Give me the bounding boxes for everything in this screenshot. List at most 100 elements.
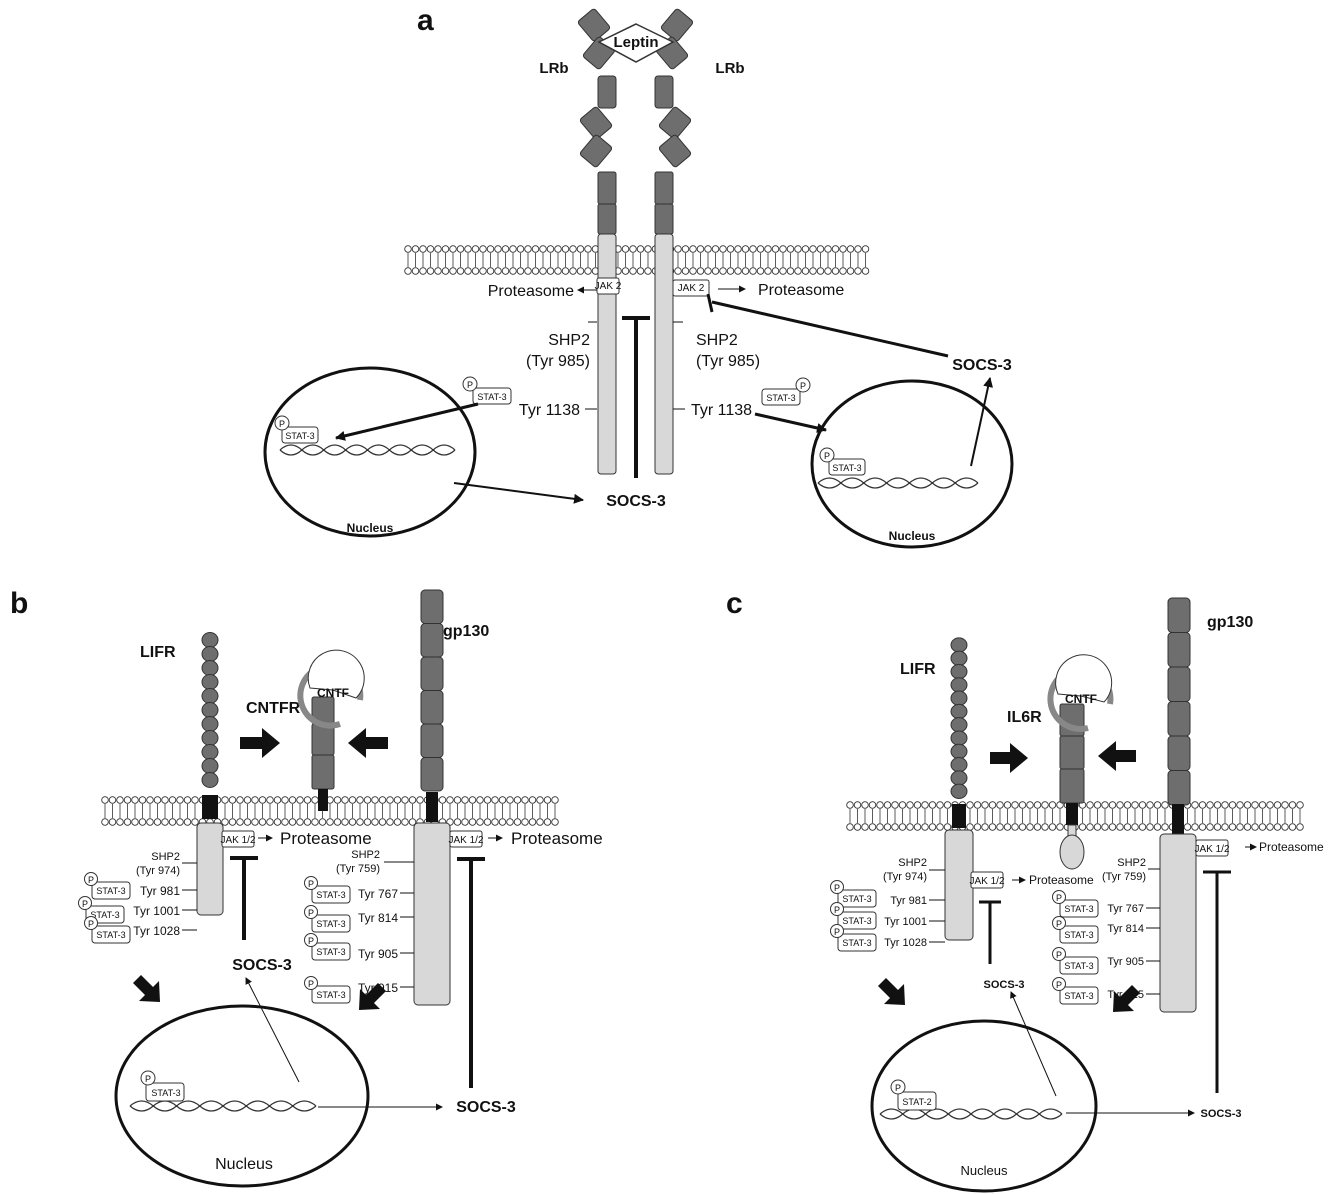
jak2-left-label: JAK 2 xyxy=(595,281,622,292)
tyr974-c: (Tyr 974) xyxy=(883,871,927,883)
svg-text:STAT-3: STAT-3 xyxy=(842,916,871,926)
svg-text:STAT-3: STAT-3 xyxy=(316,890,345,900)
svg-text:P: P xyxy=(895,1083,901,1093)
svg-text:P: P xyxy=(308,936,314,946)
svg-text:STAT-3: STAT-3 xyxy=(316,919,345,929)
svg-text:P: P xyxy=(467,380,473,390)
membrane-b xyxy=(102,797,559,826)
panel-c-letter: c xyxy=(726,587,743,620)
nucleus-c-label: Nucleus xyxy=(961,1163,1008,1178)
panel-a-letter: a xyxy=(417,4,434,37)
panel-b-letter: b xyxy=(10,587,28,620)
svg-text:P: P xyxy=(308,908,314,918)
tyr814-c: Tyr 814 xyxy=(1107,923,1144,935)
gp130-receptor-c xyxy=(1168,598,1190,805)
socs3-b-left: SOCS-3 xyxy=(232,957,292,974)
tyr981-c: Tyr 981 xyxy=(890,895,927,907)
socs3-center-label: SOCS-3 xyxy=(606,493,666,510)
svg-text:P: P xyxy=(145,1074,151,1084)
jak12-c-right: JAK 1/2 xyxy=(1194,844,1229,855)
svg-text:STAT-3: STAT-3 xyxy=(1064,991,1093,1001)
stat3-tag-a-right: P STAT-3 xyxy=(762,378,810,405)
tyr759-b: (Tyr 759) xyxy=(336,863,380,875)
lifr-label-c: LIFR xyxy=(900,661,936,678)
socs3-b-right: SOCS-3 xyxy=(456,1099,516,1116)
tyr1138-right-label: Tyr 1138 xyxy=(691,402,752,419)
nucleus-a-left-label: Nucleus xyxy=(347,521,394,535)
svg-text:STAT-2: STAT-2 xyxy=(902,1097,931,1107)
stat3-tag: PSTAT-3 xyxy=(305,906,351,933)
lrb-right-label: LRb xyxy=(715,60,744,77)
jak12-b-right: JAK 1/2 xyxy=(448,835,483,846)
stat3-tag: PSTAT-3 xyxy=(305,877,351,904)
socs3-c-left: SOCS-3 xyxy=(984,979,1025,991)
tyr1138-left-label: Tyr 1138 xyxy=(519,402,580,419)
tyr1028-b: Tyr 1028 xyxy=(133,924,180,938)
tyr905-b: Tyr 905 xyxy=(358,947,398,961)
lrb-left-label: LRb xyxy=(539,60,568,77)
cntf-label-c: CNTF xyxy=(1065,692,1097,706)
svg-text:P: P xyxy=(834,927,840,937)
proteasome-c-right: Proteasome xyxy=(1259,840,1324,854)
shp2-b-right: SHP2 xyxy=(351,849,380,861)
svg-text:STAT-3: STAT-3 xyxy=(832,463,861,473)
cntf-label-b: CNTF xyxy=(317,686,349,700)
proteasome-b-right: Proteasome xyxy=(511,829,603,848)
svg-text:STAT-3: STAT-3 xyxy=(1064,904,1093,914)
socs3-right-label: SOCS-3 xyxy=(952,357,1012,374)
tyr985-left-label: (Tyr 985) xyxy=(526,353,590,370)
svg-text:P: P xyxy=(800,381,806,391)
tyr1001-b: Tyr 1001 xyxy=(133,904,180,918)
nucleus-b-label: Nucleus xyxy=(215,1156,273,1173)
svg-text:P: P xyxy=(834,883,840,893)
svg-text:STAT-3: STAT-3 xyxy=(316,947,345,957)
lifr-receptor-c xyxy=(951,638,967,799)
svg-text:STAT-3: STAT-3 xyxy=(766,393,795,403)
shp2-c-right: SHP2 xyxy=(1117,857,1146,869)
svg-text:STAT-3: STAT-3 xyxy=(96,886,125,896)
svg-text:STAT-3: STAT-3 xyxy=(285,431,314,441)
tyr981-b: Tyr 981 xyxy=(140,884,180,898)
tyr814-b: Tyr 814 xyxy=(358,911,398,925)
proteasome-left-label: Proteasome xyxy=(488,283,574,300)
socs3-c-right: SOCS-3 xyxy=(1201,1108,1242,1120)
svg-text:STAT-3: STAT-3 xyxy=(1064,961,1093,971)
lrb-left-receptor: JAK 2 xyxy=(577,8,622,474)
svg-text:P: P xyxy=(279,419,285,429)
membrane-a xyxy=(405,246,869,275)
proteasome-b-left: Proteasome xyxy=(280,829,372,848)
jak12-c-left: JAK 1/2 xyxy=(969,876,1004,887)
svg-text:P: P xyxy=(1056,893,1062,903)
svg-text:P: P xyxy=(88,875,94,885)
panel-c: c LIFR IL6R CNTF gp130 JAK 1/2 Proteasom… xyxy=(726,587,1324,1191)
tyr905-c: Tyr 905 xyxy=(1107,956,1144,968)
stat3-tag-a-left: P STAT-3 xyxy=(463,377,511,404)
svg-text:STAT-3: STAT-3 xyxy=(477,392,506,402)
svg-text:P: P xyxy=(824,451,830,461)
svg-text:P: P xyxy=(1056,919,1062,929)
panel-b: b LIFR CNTFR CNTF gp130 JAK 1/2 Proteaso… xyxy=(10,587,603,1186)
svg-text:STAT-3: STAT-3 xyxy=(151,1088,180,1098)
nucleus-a-right-label: Nucleus xyxy=(889,529,936,543)
shp2-b-left: SHP2 xyxy=(151,851,180,863)
svg-text:P: P xyxy=(1056,980,1062,990)
shp2-right-label: SHP2 xyxy=(696,332,738,349)
tyr1028-c: Tyr 1028 xyxy=(884,937,927,949)
svg-text:P: P xyxy=(82,899,88,909)
gp130-label-b: gp130 xyxy=(443,623,489,640)
stat3-tag: PSTAT-3 xyxy=(1053,917,1099,944)
lifr-label-b: LIFR xyxy=(140,644,176,661)
svg-text:STAT-3: STAT-3 xyxy=(1064,930,1093,940)
tyr767-b: Tyr 767 xyxy=(358,887,398,901)
shp2-left-label: SHP2 xyxy=(548,332,590,349)
tyr759-c: (Tyr 759) xyxy=(1102,871,1146,883)
jak2-right-label: JAK 2 xyxy=(678,283,705,294)
tyr1001-c: Tyr 1001 xyxy=(884,916,927,928)
svg-text:P: P xyxy=(834,905,840,915)
il6r-label-c: IL6R xyxy=(1007,709,1042,726)
